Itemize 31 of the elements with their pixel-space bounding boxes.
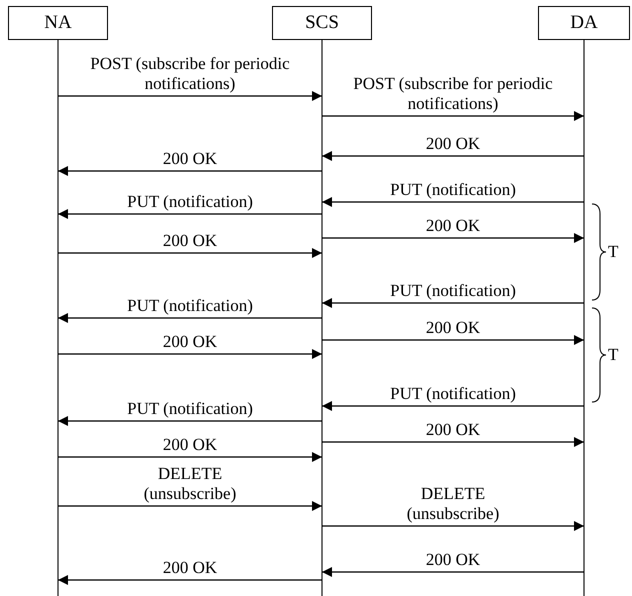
message-label: PUT (notification) (388, 180, 518, 200)
message-arrow (322, 111, 584, 121)
participant-box: NA (8, 6, 108, 40)
message-arrow (322, 233, 584, 243)
message-arrow (58, 248, 322, 258)
message-arrow (58, 452, 322, 462)
message-arrow (58, 313, 322, 323)
message-label: PUT (notification) (125, 399, 255, 419)
message-arrow (58, 501, 322, 511)
message-label: POST (subscribe for periodic notifications) (351, 74, 555, 114)
message-arrow (58, 575, 322, 585)
message-arrow (322, 567, 584, 577)
message-label: PUT (notification) (388, 384, 518, 404)
message-arrow (322, 335, 584, 345)
message-arrow (322, 437, 584, 447)
participant-box: SCS (272, 6, 372, 40)
message-arrow (322, 151, 584, 161)
message-arrow (322, 197, 584, 207)
message-label: PUT (notification) (125, 296, 255, 316)
message-arrow (58, 209, 322, 219)
message-arrow (322, 298, 584, 308)
message-arrow (58, 349, 322, 359)
message-label: PUT (notification) (388, 281, 518, 301)
message-arrow (58, 416, 322, 426)
participant-box: DA (538, 6, 630, 40)
message-label: POST (subscribe for periodic notifications) (88, 54, 292, 94)
message-arrow (58, 91, 322, 101)
message-arrow (58, 166, 322, 176)
message-arrow (322, 521, 584, 531)
message-arrow (322, 401, 584, 411)
message-label: PUT (notification) (125, 192, 255, 212)
